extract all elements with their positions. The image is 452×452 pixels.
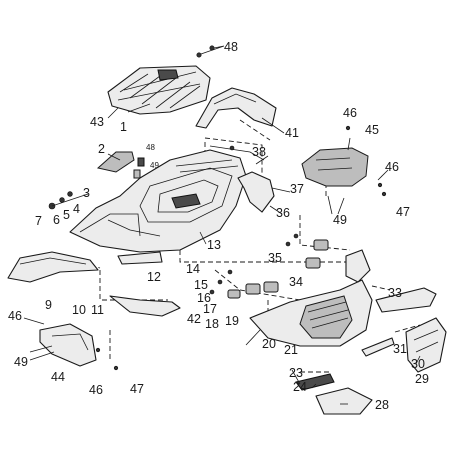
callout-13: 13 xyxy=(207,238,221,252)
callout-leader-lines xyxy=(23,103,421,405)
callout-6: 6 xyxy=(53,213,60,227)
callout-35: 36 xyxy=(276,206,290,220)
callout-1: 1 xyxy=(120,120,127,134)
callout-23: 23 xyxy=(289,366,303,380)
callout-46-right: 46 xyxy=(385,160,399,174)
callout-7: 7 xyxy=(35,214,42,228)
callout-3: 3 xyxy=(83,186,90,200)
part-44-upper-cover xyxy=(301,125,387,197)
callout-30: 31 xyxy=(393,342,407,356)
callout-21: 21 xyxy=(284,343,298,357)
part-2-bracket xyxy=(96,151,135,173)
callout-47-left: 49 xyxy=(14,355,28,369)
left-bolt-group xyxy=(48,191,119,371)
callout-48: 48 xyxy=(146,143,155,152)
callout-29: 30 xyxy=(411,357,425,371)
callout-18: 18 xyxy=(205,317,219,331)
callout-37: 38 xyxy=(252,145,266,159)
callout-15: 15 xyxy=(194,278,208,292)
callout-25: 28 xyxy=(375,398,389,412)
callout-42: 48 xyxy=(224,40,238,54)
callout-24: 24 xyxy=(293,380,307,394)
callout-34: 35 xyxy=(268,251,282,265)
part-36-37-side-bracket xyxy=(209,145,275,213)
part-9-left-side-panel xyxy=(7,251,99,283)
callout-5: 5 xyxy=(63,208,70,222)
part-12-cover xyxy=(117,251,163,265)
center-hardware-group xyxy=(209,233,329,299)
part-31-trim-strip xyxy=(375,287,437,313)
callout-49: 49 xyxy=(150,161,159,170)
callout-44: 45 xyxy=(365,123,379,137)
callout-9: 9 xyxy=(45,298,52,312)
callout-17: 17 xyxy=(203,302,217,316)
callout-45-right: 47 xyxy=(396,205,410,219)
part-38-rear-fender xyxy=(195,87,277,129)
part-43-footwell xyxy=(39,323,97,367)
part-11-undertray xyxy=(109,295,181,317)
part-42-fastener xyxy=(196,45,225,58)
callout-2: 2 xyxy=(98,142,105,156)
part-30-small-strip xyxy=(361,337,395,357)
callout-4: 4 xyxy=(73,202,80,216)
callout-12: 12 xyxy=(147,270,161,284)
part-13-main-body xyxy=(69,149,247,253)
callout-16: 16 xyxy=(197,291,211,305)
part-28-29-right-panel xyxy=(405,317,447,373)
callout-46-bottom: 46 xyxy=(89,383,103,397)
callout-31: 33 xyxy=(388,286,402,300)
callout-10: 10 xyxy=(72,303,86,317)
callout-labels: 48 43 1 41 46 45 2 38 48 49 46 3 37 47 4… xyxy=(8,40,429,412)
callout-38: 41 xyxy=(285,126,299,140)
callout-45-bottom: 47 xyxy=(130,382,144,396)
part-48-49-small-items xyxy=(133,157,145,179)
callout-20: 20 xyxy=(262,337,276,351)
part-24-25-skid-plate xyxy=(295,373,373,415)
callout-14: 14 xyxy=(186,262,200,276)
callout-33: 34 xyxy=(289,275,303,289)
callout-19: 19 xyxy=(225,314,239,328)
callout-46-top: 46 xyxy=(343,106,357,120)
callout-11: 11 xyxy=(91,303,104,317)
callout-40: 42 xyxy=(187,312,201,326)
callout-43: 44 xyxy=(51,370,65,384)
callout-36: 37 xyxy=(290,182,304,196)
callout-47-right: 49 xyxy=(333,213,347,227)
part-20-front-fascia xyxy=(249,249,373,347)
callout-46-left: 46 xyxy=(8,309,22,323)
part-1-top-rack xyxy=(107,65,211,115)
callout-28: 29 xyxy=(415,372,429,386)
callout-41: 43 xyxy=(90,115,104,129)
